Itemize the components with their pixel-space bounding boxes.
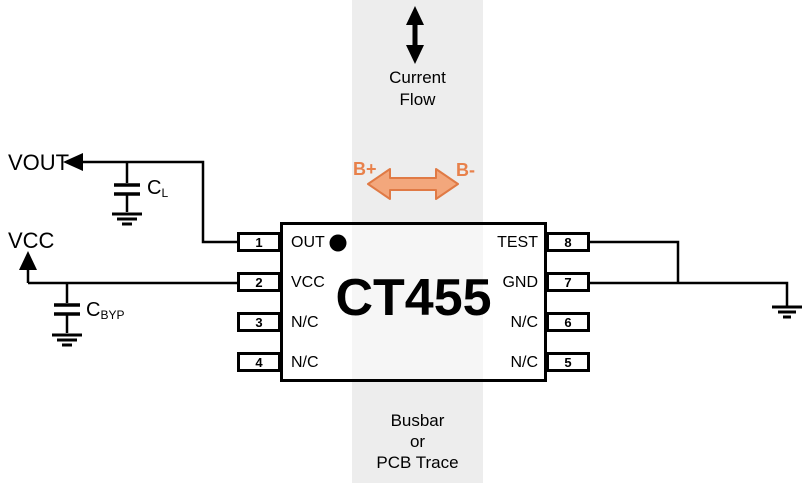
cl-capacitor-label: CL — [147, 177, 168, 200]
chip-part-number: CT455 — [335, 268, 492, 327]
pin-box-4: 4 — [237, 352, 281, 372]
cbyp-subscript: BYP — [100, 308, 125, 322]
pin-box-2: 2 — [237, 272, 281, 292]
current-flow-arrow-icon — [406, 6, 424, 64]
pin-box-3: 3 — [237, 312, 281, 332]
vcc-arrow-icon — [19, 251, 37, 270]
vout-label: VOUT — [8, 150, 70, 175]
b-plus-label: B+ — [353, 159, 377, 179]
cbyp-main: C — [86, 299, 101, 321]
b-minus-label: B- — [456, 160, 475, 180]
busbar-line1: Busbar — [390, 411, 445, 430]
cbyp-ground-icon — [52, 333, 82, 347]
pin-name-nc-5: N/C — [510, 354, 538, 371]
right-ground-icon — [772, 305, 802, 319]
pin7-wire — [589, 281, 789, 306]
current-flow-label: Current Flow — [352, 67, 483, 111]
pin-box-6: 6 — [546, 312, 590, 332]
vout-wire — [81, 160, 238, 244]
cl-main: C — [147, 177, 162, 199]
cl-subscript: L — [161, 186, 169, 200]
vout-arrow-icon — [63, 153, 83, 171]
chip-body — [280, 222, 547, 382]
pin-box-5: 5 — [546, 352, 590, 372]
busbar-line2: or — [409, 432, 426, 451]
pin-box-1: 1 — [237, 232, 281, 252]
pin8-wire — [589, 240, 680, 283]
current-flow-line1: Current — [389, 68, 446, 87]
pin-name-vcc: VCC — [291, 274, 325, 291]
busbar-label: Busbar or PCB Trace — [352, 410, 483, 473]
pin-name-out: OUT — [291, 234, 325, 251]
pin-name-nc-4: N/C — [291, 354, 319, 371]
cl-ground-icon — [112, 212, 142, 226]
pin-box-7: 7 — [546, 272, 590, 292]
pin1-indicator-dot — [329, 234, 347, 252]
vcc-wire — [26, 267, 238, 285]
cbyp-capacitor-icon — [54, 283, 80, 333]
vcc-label: VCC — [8, 228, 55, 253]
pin-box-8: 8 — [546, 232, 590, 252]
cl-capacitor-icon — [114, 162, 140, 212]
busbar-current-arrow-icon — [367, 168, 459, 200]
busbar-line3: PCB Trace — [376, 453, 459, 472]
pin-name-nc-6: N/C — [510, 314, 538, 331]
pin-name-gnd: GND — [502, 274, 538, 291]
pin-name-nc-3: N/C — [291, 314, 319, 331]
cbyp-capacitor-label: CBYP — [86, 299, 124, 322]
current-flow-line2: Flow — [399, 90, 436, 109]
pin-name-test: TEST — [497, 234, 538, 251]
